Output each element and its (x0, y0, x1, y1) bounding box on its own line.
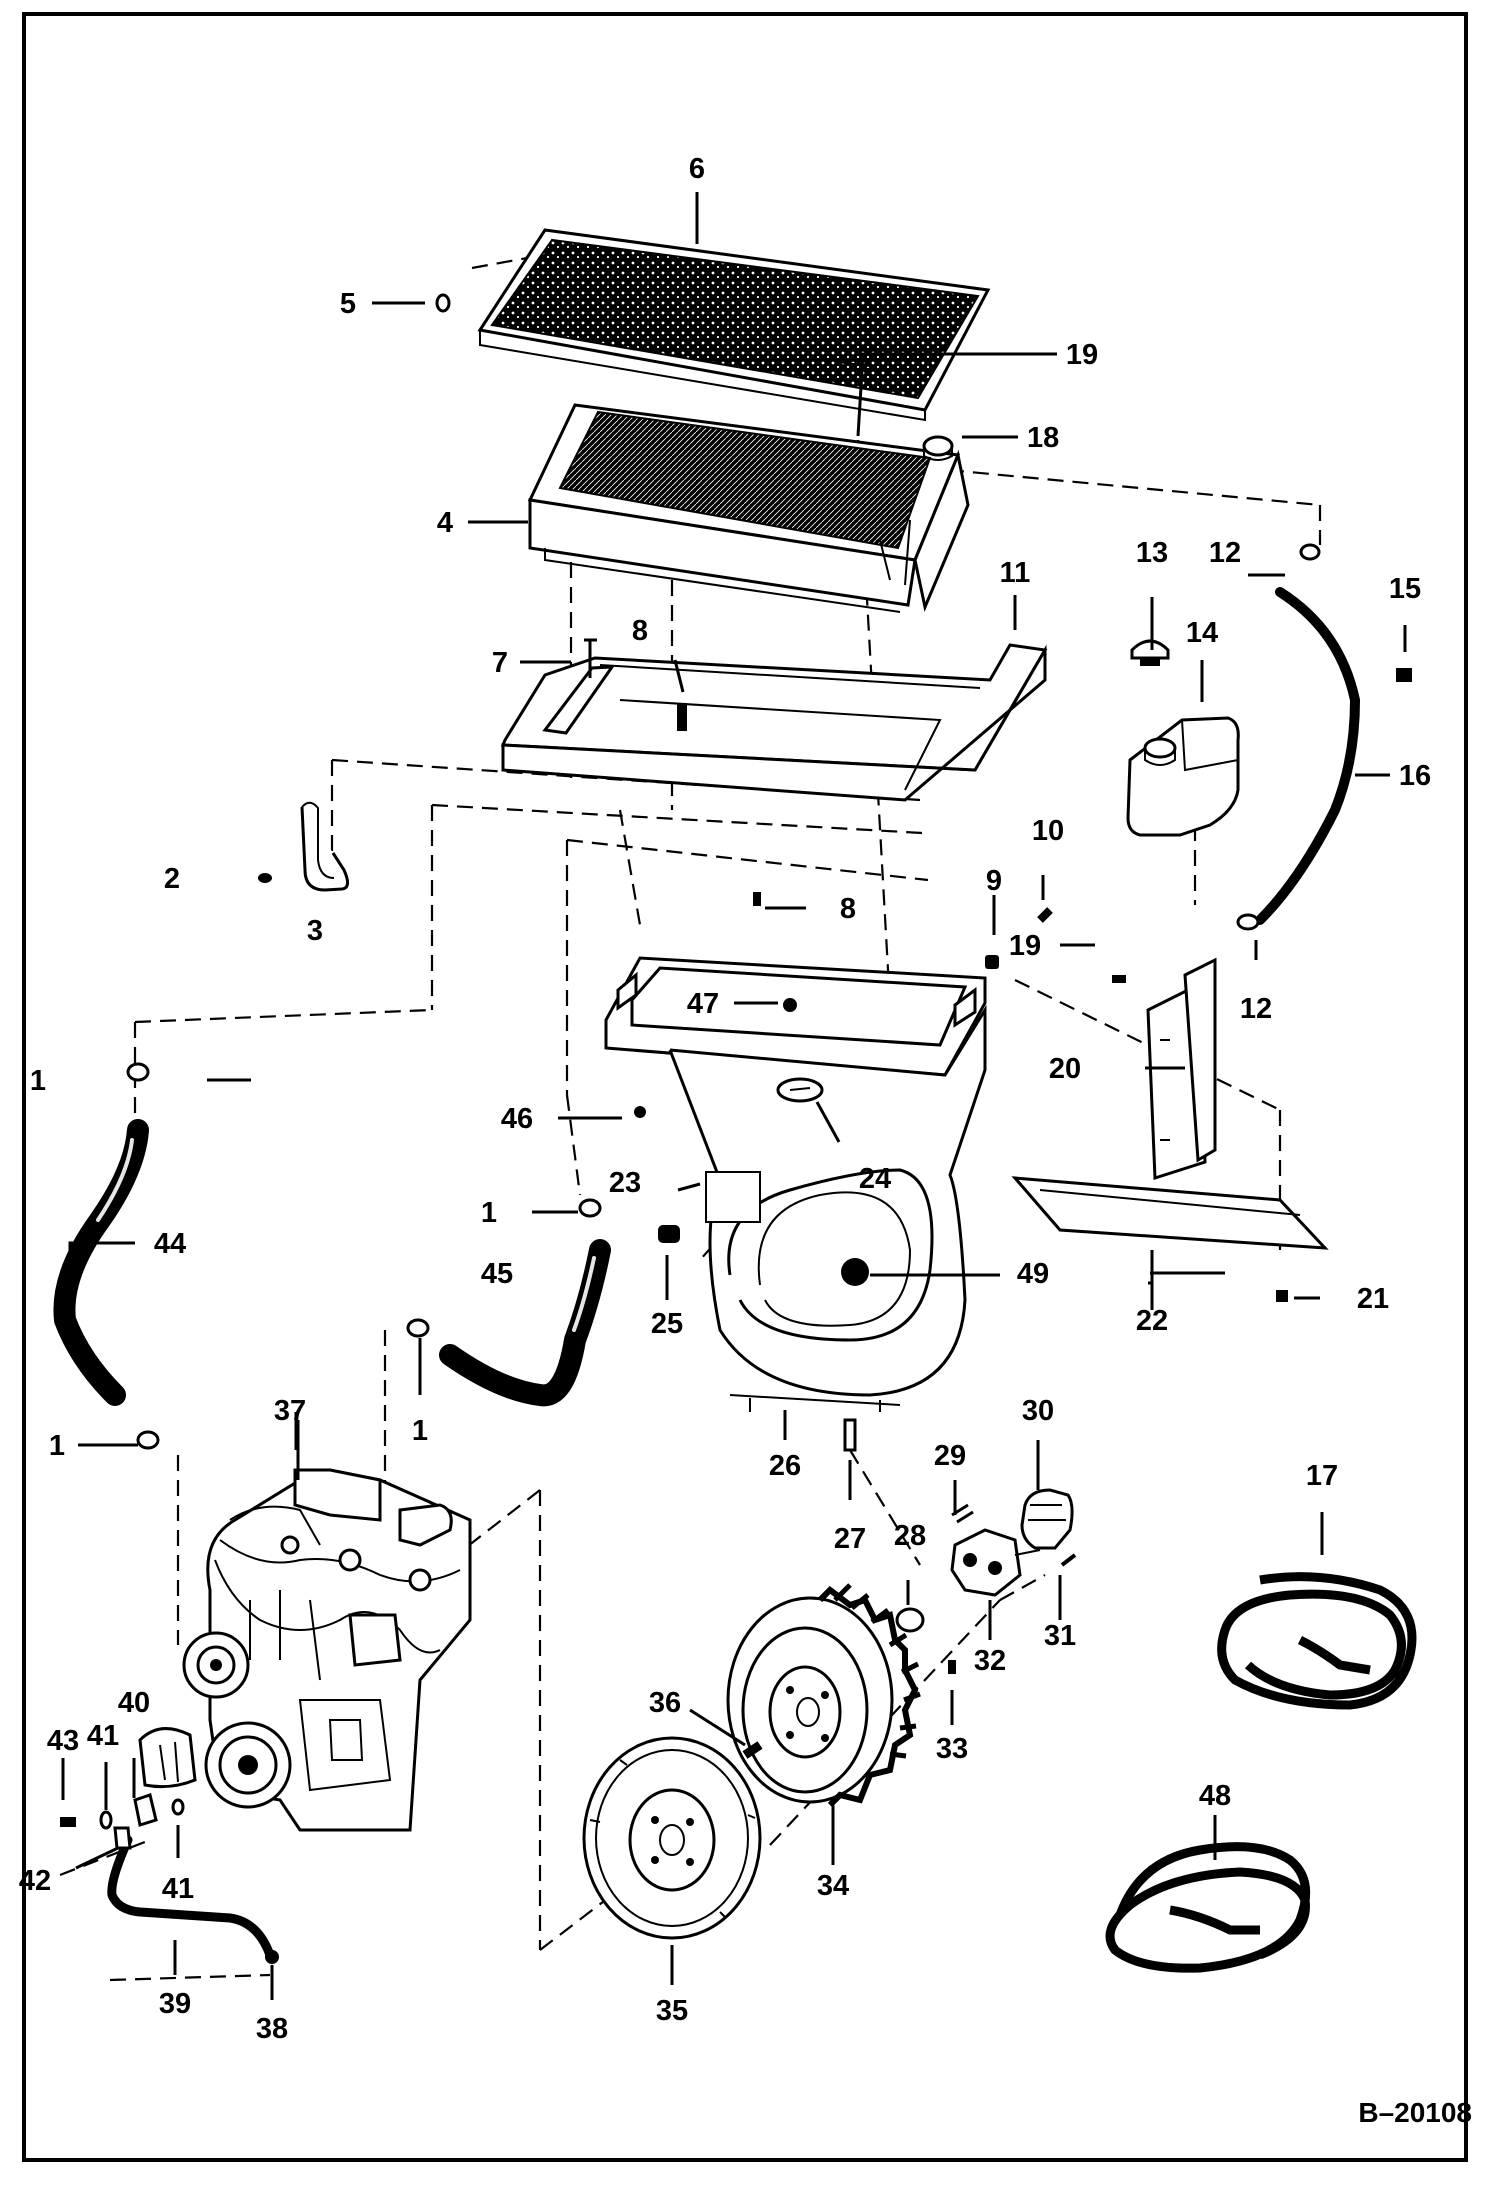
callout-17: 17 (1306, 1460, 1338, 1492)
clamp-part-12-top (1299, 543, 1321, 561)
callout-4: 4 (437, 507, 453, 539)
callout-15: 15 (1389, 573, 1421, 605)
callout-18: 18 (1027, 422, 1059, 454)
callout-21: 21 (1357, 1283, 1389, 1315)
engine-part-37 (138, 1468, 472, 1832)
callout-12-top: 12 (1209, 537, 1241, 569)
callout-19-bottom: 19 (1009, 930, 1041, 962)
washer-part-28 (895, 1607, 925, 1633)
bracket-part-20 (1146, 957, 1217, 1181)
callout-2: 2 (164, 863, 180, 895)
callout-29: 29 (934, 1440, 966, 1472)
fitting-part-15 (1396, 668, 1412, 682)
callout-1-mid: 1 (481, 1197, 497, 1229)
callout-42: 42 (19, 1865, 51, 1897)
diagram-border (22, 12, 1468, 2162)
callout-1-topleft: 1 (30, 1065, 46, 1097)
grommet-part-49 (841, 1258, 869, 1286)
pump-part-32 (950, 1528, 1041, 1597)
callout-27: 27 (834, 1523, 866, 1555)
leader-lines (61, 192, 1407, 2000)
hose-clamps-part-1 (126, 1062, 602, 1450)
callout-47: 47 (687, 988, 719, 1020)
callout-28: 28 (894, 1520, 926, 1552)
callout-49: 49 (1017, 1258, 1049, 1290)
flywheel-part-35 (582, 1736, 762, 1940)
callout-46: 46 (501, 1103, 533, 1135)
callout-8-top: 8 (632, 615, 648, 647)
callout-11: 11 (1000, 557, 1031, 589)
mounting-plate-part-11 (500, 643, 1048, 802)
hose-coil-part-48 (1105, 1842, 1311, 1973)
callout-3: 3 (307, 915, 323, 947)
callout-41-right: 41 (162, 1873, 194, 1905)
callout-39: 39 (159, 1988, 191, 2020)
grommet-part-25 (658, 1225, 680, 1243)
dowel-part-36 (742, 1741, 763, 1759)
figure-number: B–20108 (1358, 2097, 1472, 2128)
fan-flywheel-part-34 (726, 1583, 921, 1808)
callout-43: 43 (47, 1725, 79, 1757)
callout-labels: 6 5 19 18 4 11 13 12 14 15 16 7 8 2 8 9 … (19, 153, 1472, 2128)
callout-34: 34 (817, 1870, 849, 1902)
callout-33: 33 (936, 1733, 968, 1765)
callout-36: 36 (649, 1687, 681, 1719)
callout-1-right: 1 (412, 1415, 428, 1447)
callout-5: 5 (340, 288, 356, 320)
hardware-bits (60, 293, 1288, 1964)
callout-24: 24 (859, 1163, 891, 1195)
callout-48: 48 (1199, 1780, 1231, 1812)
callout-41-left: 41 (87, 1720, 119, 1752)
callout-8-bottom: 8 (840, 893, 856, 925)
callout-35: 35 (656, 1995, 688, 2027)
callout-10: 10 (1032, 815, 1064, 847)
hose-coil-part-17 (1217, 1572, 1417, 1710)
radiator-hose-part-45 (439, 1239, 611, 1407)
callout-26: 26 (769, 1450, 801, 1482)
callout-13: 13 (1136, 537, 1168, 569)
slotted-plate-part-24 (776, 1077, 824, 1103)
grille-part-6 (477, 228, 991, 422)
callout-25: 25 (651, 1308, 683, 1340)
callout-37: 37 (274, 1395, 306, 1427)
reservoir-tank-part-14 (1126, 716, 1240, 837)
overflow-hose-part-16 (1255, 587, 1361, 925)
callout-32: 32 (974, 1645, 1006, 1677)
blower-housing-part-23 (604, 956, 987, 1412)
cap-part-13 (1130, 639, 1170, 666)
callout-7: 7 (492, 647, 508, 679)
oil-line-part-39 (107, 1793, 275, 1960)
callout-9: 9 (986, 865, 1002, 897)
callout-16: 16 (1399, 760, 1431, 792)
callout-40: 40 (118, 1687, 150, 1719)
motor-part-30 (1020, 1488, 1074, 1550)
callout-1-bottomleft: 1 (49, 1430, 65, 1462)
callout-30: 30 (1022, 1395, 1054, 1427)
callout-44: 44 (154, 1228, 186, 1260)
callout-19-top: 19 (1066, 339, 1098, 371)
radiator-part-4 (527, 403, 970, 613)
callout-23: 23 (609, 1167, 641, 1199)
callout-12-bottom: 12 (1240, 993, 1272, 1025)
callout-31: 31 (1044, 1620, 1076, 1652)
clamp-part-12-bottom (1236, 913, 1260, 931)
radiator-cap-part-18 (922, 435, 954, 461)
radiator-hose-part-44 (53, 1119, 149, 1406)
callout-20: 20 (1049, 1053, 1081, 1085)
callout-6: 6 (689, 153, 705, 185)
callout-22: 22 (1136, 1305, 1168, 1337)
cover-plate-part-22 (1011, 1176, 1329, 1250)
bracket-part-3 (300, 801, 349, 892)
callout-14: 14 (1186, 617, 1218, 649)
callout-45: 45 (481, 1258, 513, 1290)
callout-38: 38 (256, 2013, 288, 2045)
